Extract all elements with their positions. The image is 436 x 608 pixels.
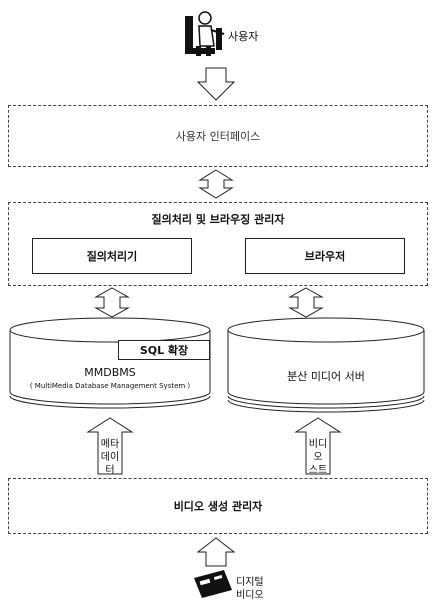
- digital-video-label-line1: 디지털: [236, 577, 264, 588]
- arrow-query-mmdbms: [94, 287, 130, 318]
- video-generation-manager-label: 비디오 생성 관리자: [173, 500, 263, 513]
- sql-extension-box: SQL 확장: [118, 340, 210, 360]
- arrow-user-to-ui: [196, 67, 236, 101]
- digital-video-label-line2: 비디오: [236, 590, 264, 601]
- media-server-cylinder: [227, 317, 425, 413]
- media-server-label: 분산 미디어 서버: [287, 370, 365, 383]
- mmdbms-cylinder: [9, 317, 211, 409]
- digital-video-label: 디지털 비디오: [236, 576, 276, 602]
- query-processor-box: 질의처리기: [32, 238, 192, 274]
- browser-label: 브라우저: [304, 250, 346, 263]
- sql-extension-label: SQL 확장: [139, 344, 189, 357]
- user-interface-box: 사용자 인터페이스: [8, 105, 428, 167]
- arrow-ui-query-browse: [198, 169, 234, 199]
- mmdbms-title: MMDBMS: [84, 366, 136, 379]
- metadata-label-line1: 메타: [100, 439, 120, 450]
- video-camera-icon: [194, 570, 232, 598]
- arrow-digital-video-up: [196, 537, 236, 567]
- arrow-browser-media: [288, 287, 324, 318]
- user-icon: [185, 11, 225, 56]
- video-generation-manager-box: 비디오 생성 관리자: [8, 478, 428, 534]
- query-browse-manager-label: 질의처리 및 브라우징 관리자: [151, 213, 285, 226]
- metadata-label-line2: 데이터: [100, 452, 120, 476]
- user-interface-label: 사용자 인터페이스: [175, 130, 261, 143]
- query-processor-label: 질의처리기: [86, 250, 138, 263]
- user-label: 사용자: [228, 30, 259, 43]
- video-stream-label-line1: 비디오: [308, 439, 328, 463]
- metadata-label: 메타 데이터: [98, 438, 122, 477]
- browser-box: 브라우저: [245, 238, 405, 274]
- mmdbms-subtitle: ( MultiMedia Database Management System …: [29, 382, 191, 390]
